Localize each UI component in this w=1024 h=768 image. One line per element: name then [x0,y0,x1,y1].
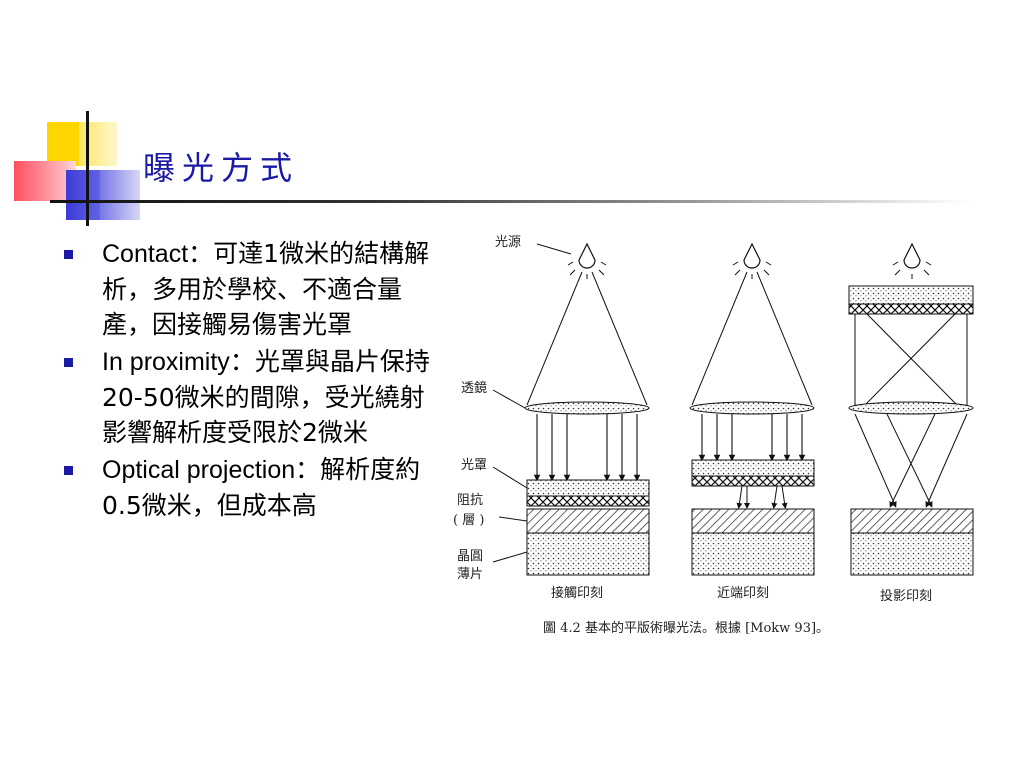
mask-shape [691,459,815,477]
label-mask: 光罩 [461,458,487,473]
wafer-layer [526,532,650,576]
bullet-term: In proximity [102,348,230,376]
lens-shape [689,401,815,415]
figure-labels: 光源 透鏡 光罩 阻抗 ( 層 ) 晶圓 薄片 [453,235,572,582]
deco-yellow-block [47,122,79,166]
lamp-icon [732,242,772,279]
resist-layer [526,508,650,534]
lamp-icon [567,242,607,279]
bullet-term: Contact [102,240,189,268]
panel-proximity: 近端印刻 [689,242,815,601]
bullet-item-proximity: In proximity：光罩與晶片保持20-50微米的間隙，受光繞射影響解析度… [62,344,432,450]
label-resist: 阻抗 [457,493,483,508]
mask-shape [848,285,974,305]
label-resist-2: ( 層 ) [453,513,484,528]
deco-blue-gradient-block [100,170,140,220]
bullet-square-icon [64,466,73,475]
bullet-term: Optical projection [102,456,296,484]
bullet-desc: ：光罩與晶片保持20-50微米的間隙，受光繞射影響解析度受限於2微米 [102,347,430,447]
panel-label: 接觸印刻 [551,585,603,601]
deco-red-block [14,161,76,201]
label-wafer-2: 薄片 [457,567,483,582]
mask-shape [526,479,650,497]
lens-shape [524,401,650,415]
title-underline [50,200,970,203]
panel-contact: 接觸印刻 [524,242,650,601]
resist-layer [691,508,815,534]
bullet-square-icon [64,250,73,259]
lithography-figure: 接觸印刻 近端印刻 [453,235,974,636]
deco-vertical-line [86,111,89,226]
lamp-icon [892,242,932,279]
panel-label: 投影印刻 [880,588,932,604]
resist-layer [850,508,974,534]
panel-projection: 投影印刻 [848,242,974,604]
bullet-square-icon [64,358,73,367]
bullet-list: Contact：可達1微米的結構解析，多用於學校、不適合量產，因接觸易傷害光罩 … [62,236,432,525]
bullet-desc: ：可達1微米的結構解析，多用於學校、不適合量產，因接觸易傷害光罩 [102,239,430,339]
bullet-item-projection: Optical projection：解析度約0.5微米，但成本高 [62,452,432,523]
figure-caption: 圖 4.2 基本的平版術曝光法。根據 [Mokw 93]。 [543,620,829,636]
bullet-item-contact: Contact：可達1微米的結構解析，多用於學校、不適合量產，因接觸易傷害光罩 [62,236,432,342]
wafer-layer [691,532,815,576]
wafer-layer [850,532,974,576]
label-light-source: 光源 [495,235,521,250]
label-wafer: 晶圓 [457,549,483,564]
slide-title: 曝光方式 [143,149,300,187]
deco-yellow-gradient-block [79,122,117,166]
label-lens: 透鏡 [461,381,487,396]
lens-shape [848,401,974,415]
panel-label: 近端印刻 [717,586,769,601]
bullet-desc: ：解析度約0.5微米，但成本高 [102,455,421,520]
